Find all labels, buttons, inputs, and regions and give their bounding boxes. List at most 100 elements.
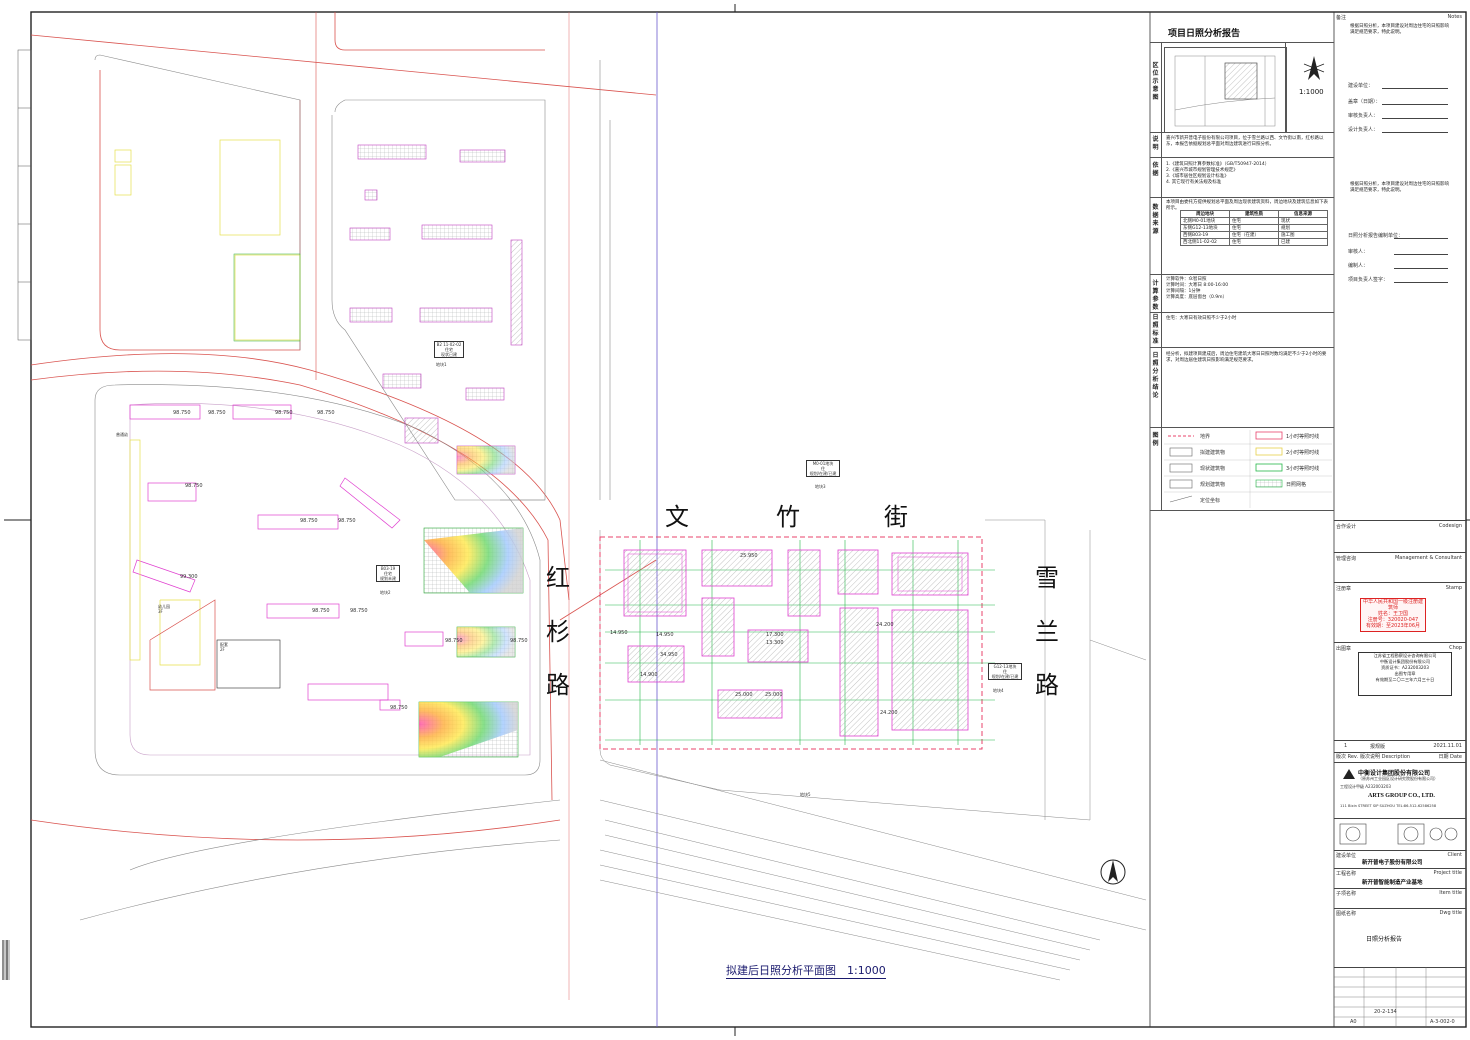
sign-row: 盖章（日期）： bbox=[1348, 99, 1381, 105]
street-xuelan-3: 路 bbox=[1035, 671, 1059, 699]
legend-item: 定位坐标 bbox=[1200, 498, 1221, 504]
label-lot1: 地块1 bbox=[436, 362, 447, 367]
dwg-label: 图纸名称 bbox=[1336, 911, 1357, 917]
elevation-label: 98.750 bbox=[185, 483, 203, 489]
stamp-en: Stamp bbox=[1445, 585, 1462, 591]
mgmt-cn: 管理咨询 bbox=[1336, 556, 1357, 562]
elevation-label: 14.950 bbox=[610, 630, 628, 636]
north-arrow-icon bbox=[1100, 859, 1126, 885]
label-facility: 配套 2F bbox=[220, 642, 228, 652]
rev-no: 1 bbox=[1344, 743, 1348, 749]
project-name: 新开普智能制造产业基地 bbox=[1362, 880, 1423, 886]
tag-east-lot: G12-13地块 住 规划/在建/已建 bbox=[988, 663, 1022, 680]
table-head: 周边地块 bbox=[1180, 210, 1230, 218]
elevation-label: 17.300 bbox=[766, 632, 784, 638]
sign-row: 项目负责人签字： bbox=[1348, 277, 1389, 283]
sunlight-fan-3 bbox=[418, 701, 519, 758]
title-block: 备注 Notes 根据日照分析，本项目建设对周边住宅的日照影响满足规范要求，特此… bbox=[1334, 12, 1466, 1027]
item-label-en: Item title bbox=[1439, 890, 1462, 896]
label-lot5: 地块5 bbox=[800, 792, 811, 797]
legend-item: 拟建建筑物 bbox=[1200, 450, 1226, 456]
table-row: 西北侧11-02-02 住宅 已建 bbox=[1180, 238, 1328, 246]
proposed-buildings bbox=[623, 549, 969, 737]
signature-grid bbox=[1334, 967, 1466, 1027]
section-legend: 图例 bbox=[1152, 432, 1159, 447]
chop-en: Chop bbox=[1449, 645, 1462, 651]
cert-logos-icon bbox=[1339, 823, 1458, 845]
client-name: 新开普电子股份有限公司 bbox=[1362, 860, 1423, 866]
legend-item: 2小时等照时线 bbox=[1286, 450, 1320, 456]
rev-head: 日期 Date bbox=[1438, 754, 1462, 760]
registration-stamp: 中华人民共和国一级注册建筑师 姓名：王卫国 注册号：320020-047 有效期… bbox=[1360, 598, 1426, 632]
source-text: 本项目由委托方提供规划总平面及周边现状建筑资料，周边地块及建筑信息如下表所示。 bbox=[1166, 200, 1328, 211]
elevation-label: 98.750 bbox=[390, 705, 408, 711]
elevation-label: 13.300 bbox=[766, 640, 784, 646]
company-subname: （原苏州工业园区设计研究院股份有限公司） bbox=[1358, 776, 1438, 781]
elevation-label: 98.750 bbox=[350, 608, 368, 614]
street-hongshan-2: 杉 bbox=[546, 618, 570, 646]
tag-west-lot: B03-19 住宅 规划未建 bbox=[376, 565, 400, 582]
section-desc: 说明 bbox=[1152, 136, 1159, 151]
project-label-en: Project title bbox=[1433, 870, 1462, 876]
rev-date: 2021.11.01 bbox=[1433, 743, 1462, 749]
legend-item: 1小时等照时线 bbox=[1286, 434, 1320, 440]
rail-lines bbox=[599, 759, 1147, 981]
drawing-caption: 拟建后日照分析平面图 1:1000 bbox=[726, 964, 886, 979]
rev-head: 版次说明 Description bbox=[1360, 754, 1411, 760]
neighbor-table: 周边地块 建筑性质 信息来源 北侧M0-01地块 住宅 现状 东侧G12-13地… bbox=[1180, 210, 1328, 246]
location-map bbox=[1164, 47, 1287, 133]
note-text-1: 根据日照分析，本项目建设对周边住宅的日照影响满足规范要求，特此说明。 bbox=[1350, 24, 1449, 35]
client-label: 建设单位 bbox=[1336, 853, 1357, 859]
legend-item: 日照网格 bbox=[1286, 482, 1307, 488]
section-basis: 依据 bbox=[1152, 162, 1159, 177]
label-lot2: 地块2 bbox=[380, 590, 391, 595]
label-pupu: 普通幼 bbox=[116, 432, 128, 437]
table-row: 北侧M0-01地块 住宅 现状 bbox=[1180, 217, 1328, 225]
section-params: 计算参数 bbox=[1152, 280, 1159, 311]
dwg-label-en: Dwg title bbox=[1439, 910, 1462, 916]
legend-item: 3小时等照时线 bbox=[1286, 466, 1320, 472]
project-number: 20-2-134 bbox=[1374, 1009, 1397, 1015]
elevation-label: 98.750 bbox=[338, 518, 356, 524]
street-wenzhu-1: 文 bbox=[665, 503, 689, 531]
sign-row: 日照分析报告编制单位： bbox=[1348, 233, 1404, 239]
elevation-label: 14.950 bbox=[656, 632, 674, 638]
legend: 地界 拟建建筑物 现状建筑物 规划建筑物 定位坐标 1小时等照时线 2小时等照时… bbox=[1164, 430, 1332, 508]
section-conclusion: 日照分析结论 bbox=[1152, 352, 1159, 399]
chop-cn: 出图章 bbox=[1336, 646, 1352, 652]
elevation-label: 99.300 bbox=[180, 574, 198, 580]
sign-row: 建设单位： bbox=[1348, 83, 1374, 89]
report-scale: 1:1000 bbox=[1299, 88, 1324, 96]
rev-head: 版次 Rev. bbox=[1336, 754, 1359, 760]
sign-row: 审核人： bbox=[1348, 249, 1369, 255]
coop-cn: 合作设计 bbox=[1336, 524, 1357, 530]
report-title: 项目日照分析报告 bbox=[1168, 29, 1241, 39]
street-wenzhu-2: 竹 bbox=[776, 503, 800, 531]
tag-north-lot: M0-01地块 住 规划/在建/已建 bbox=[806, 460, 840, 477]
section-location: 区位示意图 bbox=[1152, 62, 1159, 101]
table-row: 西侧B03-19 住宅（在建） 施工图 bbox=[1180, 231, 1328, 239]
elevation-label: 14.900 bbox=[640, 672, 658, 678]
company-name: 中衡设计集团股份有限公司 bbox=[1358, 770, 1431, 777]
project-label: 工程名称 bbox=[1336, 871, 1357, 877]
params-text: 计算软件：众智日照 计算时间：大寒日 8:00-16:00 计算间隔：1分钟 计… bbox=[1166, 277, 1229, 300]
kerb-lines bbox=[79, 54, 611, 921]
elevation-label: 25.000 bbox=[765, 692, 783, 698]
chop-stamp: 江苏省工程勘察设计咨询有限公司 中衡设计集团股份有限公司 资质证书：A23200… bbox=[1358, 652, 1452, 696]
table-head: 建筑性质 bbox=[1229, 210, 1279, 218]
mgmt-en: Management & Consultant bbox=[1394, 555, 1462, 561]
section-standard: 日照标准 bbox=[1152, 314, 1159, 345]
sheet-size: A0 bbox=[1350, 1019, 1357, 1025]
tag-northwest-lot: B2 11-02-02 住宅 现状已建 bbox=[434, 341, 464, 358]
elevation-label: 25.950 bbox=[740, 553, 758, 559]
elevation-label: 98.750 bbox=[300, 518, 318, 524]
company-logo-icon bbox=[1343, 769, 1355, 779]
north-residential-blocks bbox=[349, 144, 523, 475]
sign-row: 审核负责人： bbox=[1348, 113, 1379, 119]
barcode bbox=[2, 940, 10, 980]
elevation-label: 98.750 bbox=[445, 638, 463, 644]
dwg-title: 日照分析报告 bbox=[1366, 936, 1403, 943]
desc-text: 嘉兴市新开普电子股份有限公司项目，位于雪兰路以西、文竹街以南，红杉路以东，本报告… bbox=[1166, 136, 1324, 147]
street-xuelan-2: 兰 bbox=[1035, 618, 1059, 646]
notes-cn: 备注 bbox=[1336, 15, 1347, 21]
